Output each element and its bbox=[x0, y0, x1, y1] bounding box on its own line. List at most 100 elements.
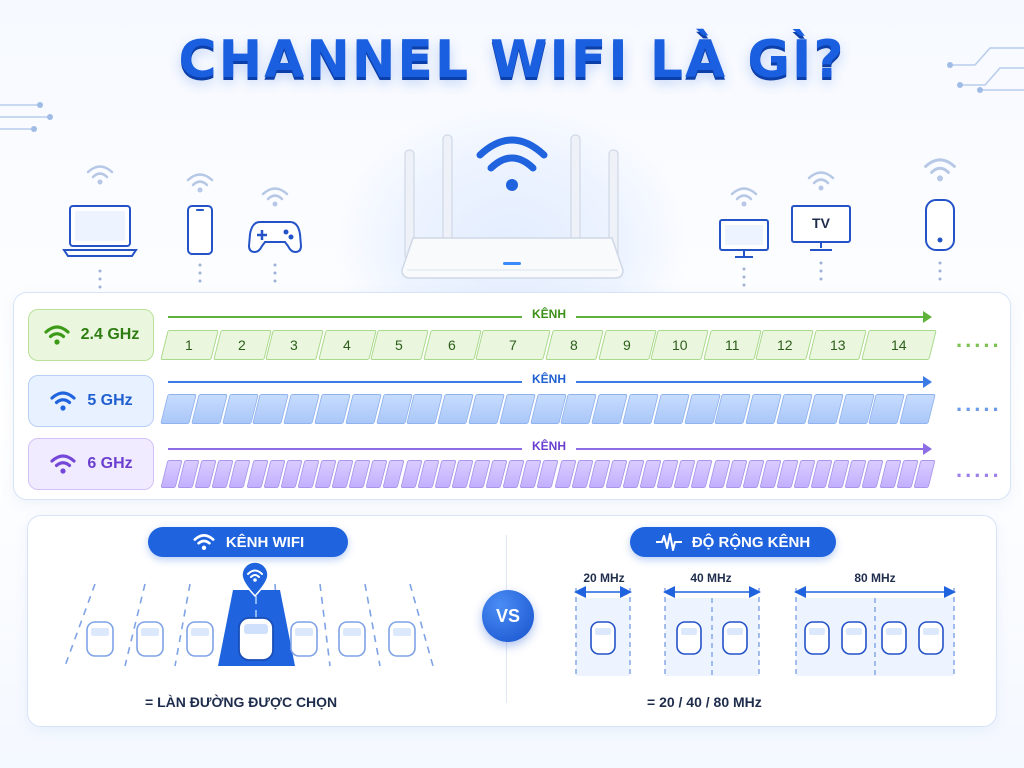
dotted-connector bbox=[273, 263, 277, 283]
router-icon bbox=[401, 134, 624, 279]
circuit-decoration-right bbox=[947, 47, 1024, 93]
gamepad-icon bbox=[248, 221, 302, 254]
smart-speaker-icon bbox=[925, 199, 955, 251]
channel-cell bbox=[776, 394, 813, 424]
wifi-signal-icon bbox=[807, 171, 835, 191]
wifi-signal-icon bbox=[730, 187, 758, 207]
circuit-decoration-left bbox=[0, 102, 53, 132]
channel-cell bbox=[345, 394, 382, 424]
width-label-80: 80 MHz bbox=[854, 571, 896, 585]
channel-axis-label: KÊNH bbox=[521, 372, 577, 386]
location-pin-icon bbox=[241, 562, 269, 598]
wifi-signal-icon bbox=[924, 158, 956, 182]
channel-cell: 2 bbox=[212, 330, 271, 360]
band-name: 5 GHz bbox=[87, 392, 133, 409]
more-indicator: ..... bbox=[956, 327, 1002, 352]
channel-cell bbox=[806, 394, 844, 424]
channel-cell bbox=[499, 394, 536, 424]
dotted-connector bbox=[742, 267, 746, 287]
channel-number: 5 bbox=[395, 337, 404, 353]
channel-cell: 11 bbox=[703, 330, 762, 360]
channel-cell bbox=[314, 394, 351, 424]
device-monitor bbox=[718, 182, 770, 288]
channel-cell: 3 bbox=[265, 330, 324, 360]
channel-cell: 4 bbox=[317, 330, 377, 360]
channel-cell: 6 bbox=[423, 330, 482, 360]
band-name: 6 GHz bbox=[87, 455, 133, 472]
channel-axis-label: KÊNH bbox=[521, 307, 577, 321]
channel-number: 13 bbox=[829, 337, 846, 353]
channel-width-caption: = 20 / 40 / 80 MHz bbox=[647, 694, 762, 710]
more-indicator: ..... bbox=[956, 457, 1002, 482]
channel-cell: 1 bbox=[160, 330, 219, 360]
road-lanes-illustration bbox=[64, 583, 434, 667]
wifi-icon bbox=[193, 534, 215, 550]
device-laptop bbox=[62, 160, 138, 290]
band-label-6ghz: 6 GHz bbox=[28, 438, 154, 490]
channel-number: 6 bbox=[448, 337, 457, 353]
channel-cell bbox=[160, 394, 197, 424]
channel-cell: 10 bbox=[650, 330, 709, 360]
channel-axis-6ghz: KÊNH bbox=[168, 439, 932, 455]
channel-cell bbox=[191, 394, 228, 424]
wifi-signal-icon bbox=[261, 187, 289, 207]
channel-number: 14 bbox=[890, 337, 907, 353]
smartphone-icon bbox=[187, 205, 213, 255]
channel-strip-6ghz bbox=[160, 460, 936, 488]
channel-number: 8 bbox=[570, 337, 579, 353]
channel-number: 9 bbox=[623, 337, 631, 353]
channel-number: 7 bbox=[509, 337, 518, 353]
device-smart-speaker bbox=[920, 152, 960, 282]
channel-number: 1 bbox=[185, 337, 194, 353]
channel-number: 2 bbox=[237, 337, 246, 353]
dotted-connector bbox=[819, 261, 823, 281]
wifi-signal-icon bbox=[86, 165, 114, 185]
band-name: 2.4 GHz bbox=[80, 326, 140, 343]
wifi-channel-heading: KÊNH WIFI bbox=[148, 527, 348, 557]
channel-axis-label: KÊNH bbox=[521, 439, 577, 453]
heading-text: ĐỘ RỘNG KÊNH bbox=[691, 533, 811, 551]
channel-cell: 7 bbox=[475, 330, 551, 360]
channel-cell bbox=[468, 394, 505, 424]
device-tv: TV bbox=[790, 166, 852, 282]
channel-number: 10 bbox=[671, 337, 688, 353]
dotted-connector bbox=[98, 269, 102, 289]
channel-number: 4 bbox=[343, 337, 351, 353]
wifi-channel-caption: = LÀN ĐƯỜNG ĐƯỢC CHỌN bbox=[145, 694, 338, 710]
monitor-icon bbox=[719, 219, 769, 258]
channel-number: 12 bbox=[776, 337, 793, 353]
wifi-signal-icon bbox=[186, 173, 214, 193]
wifi-icon bbox=[44, 325, 70, 345]
laptop-icon bbox=[62, 205, 138, 257]
channel-width-heading: ĐỘ RỘNG KÊNH bbox=[630, 527, 836, 557]
band-label-5ghz: 5 GHz bbox=[28, 375, 154, 427]
waveform-icon bbox=[655, 533, 682, 551]
width-label-20: 20 MHz bbox=[583, 571, 625, 585]
device-gamepad bbox=[248, 182, 302, 284]
more-indicator: ..... bbox=[956, 391, 1002, 416]
vs-badge: VS bbox=[482, 590, 534, 642]
wifi-icon bbox=[50, 454, 76, 474]
dotted-connector bbox=[938, 261, 942, 281]
channel-cell bbox=[899, 394, 936, 424]
device-smartphone bbox=[182, 168, 218, 284]
channel-number: 11 bbox=[724, 337, 740, 353]
channel-cell: 8 bbox=[545, 330, 604, 360]
channel-strip-5ghz bbox=[160, 394, 936, 424]
page-title: CHANNEL WIFI LÀ GÌ? bbox=[178, 30, 846, 90]
heading-text: KÊNH WIFI bbox=[225, 533, 305, 551]
dotted-connector bbox=[198, 263, 202, 283]
channel-cell: 9 bbox=[597, 330, 656, 360]
tv-label: TV bbox=[812, 215, 830, 231]
channel-axis-2-4ghz: KÊNH bbox=[168, 307, 932, 323]
wifi-icon bbox=[50, 391, 76, 411]
tv-icon: TV bbox=[790, 204, 852, 254]
width-label-40: 40 MHz bbox=[690, 571, 732, 585]
channel-cell: 12 bbox=[755, 330, 814, 360]
channel-axis-5ghz: KÊNH bbox=[168, 372, 932, 388]
channel-width-diagram bbox=[574, 586, 956, 678]
channel-number: 3 bbox=[290, 337, 299, 353]
channel-cell: 14 bbox=[860, 330, 936, 360]
band-label-2-4ghz: 2.4 GHz bbox=[28, 309, 154, 361]
